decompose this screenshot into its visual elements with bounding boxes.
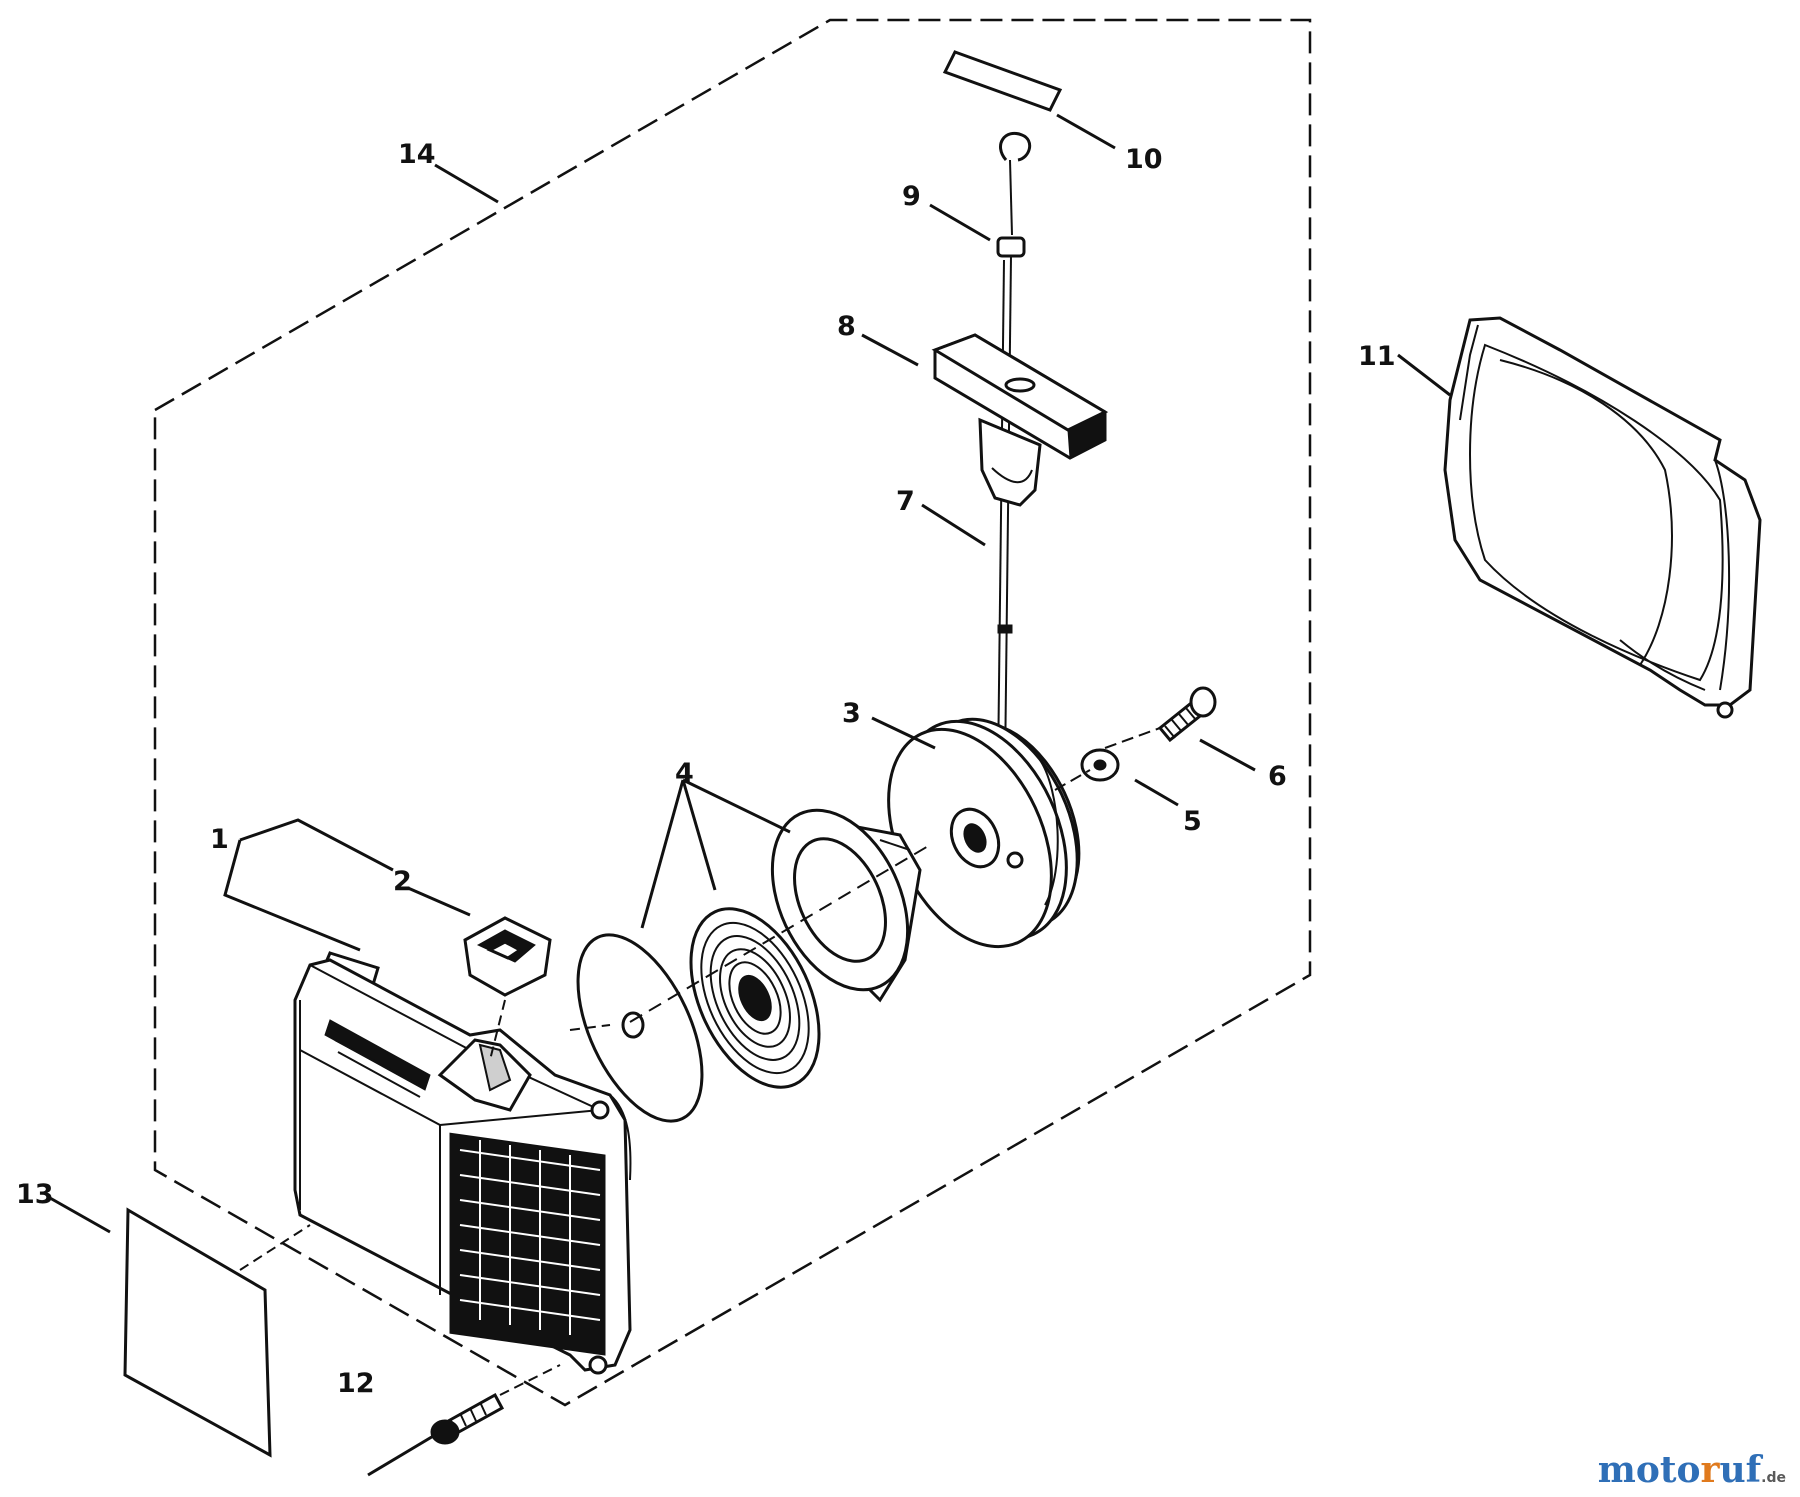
pulley-screw <box>1157 686 1217 743</box>
protective-plate <box>123 1207 272 1458</box>
label-3: 3 <box>842 698 861 729</box>
label-14: 14 <box>398 139 436 170</box>
spring-plate <box>576 933 704 1123</box>
kit-boundary <box>153 18 1312 1407</box>
starter-rope <box>1004 255 1012 771</box>
motoruf-watermark: motoruf.de <box>1597 1449 1786 1491</box>
fan-housing-shroud <box>1443 316 1762 719</box>
starter-housing <box>293 958 632 1375</box>
housing-vent-grille <box>449 1132 606 1356</box>
label-13: 13 <box>16 1179 54 1210</box>
label-2: 2 <box>393 866 412 897</box>
spring-cup <box>770 808 922 1003</box>
label-8: 8 <box>837 311 856 342</box>
label-6: 6 <box>1268 761 1287 792</box>
leader-lines <box>49 113 1451 1477</box>
housing-screw <box>430 1392 505 1445</box>
rope-pulley <box>887 717 1081 949</box>
assembly-axis-lines <box>239 727 1161 1396</box>
recoil-spring <box>689 907 821 1089</box>
label-9: 9 <box>902 181 921 212</box>
label-10: 10 <box>1125 144 1163 175</box>
rope-guide <box>463 916 552 997</box>
label-1: 1 <box>210 824 229 855</box>
label-12: 12 <box>337 1368 375 1399</box>
label-5: 5 <box>1183 806 1202 837</box>
label-11: 11 <box>1358 341 1396 372</box>
part-number-labels: 1 2 3 4 5 6 7 8 9 10 11 12 13 14 <box>16 139 1396 1399</box>
rope-hook <box>996 131 1032 258</box>
starter-handle <box>931 333 1109 507</box>
decal-label <box>942 50 1063 112</box>
label-7: 7 <box>896 486 915 517</box>
label-4: 4 <box>675 758 694 789</box>
